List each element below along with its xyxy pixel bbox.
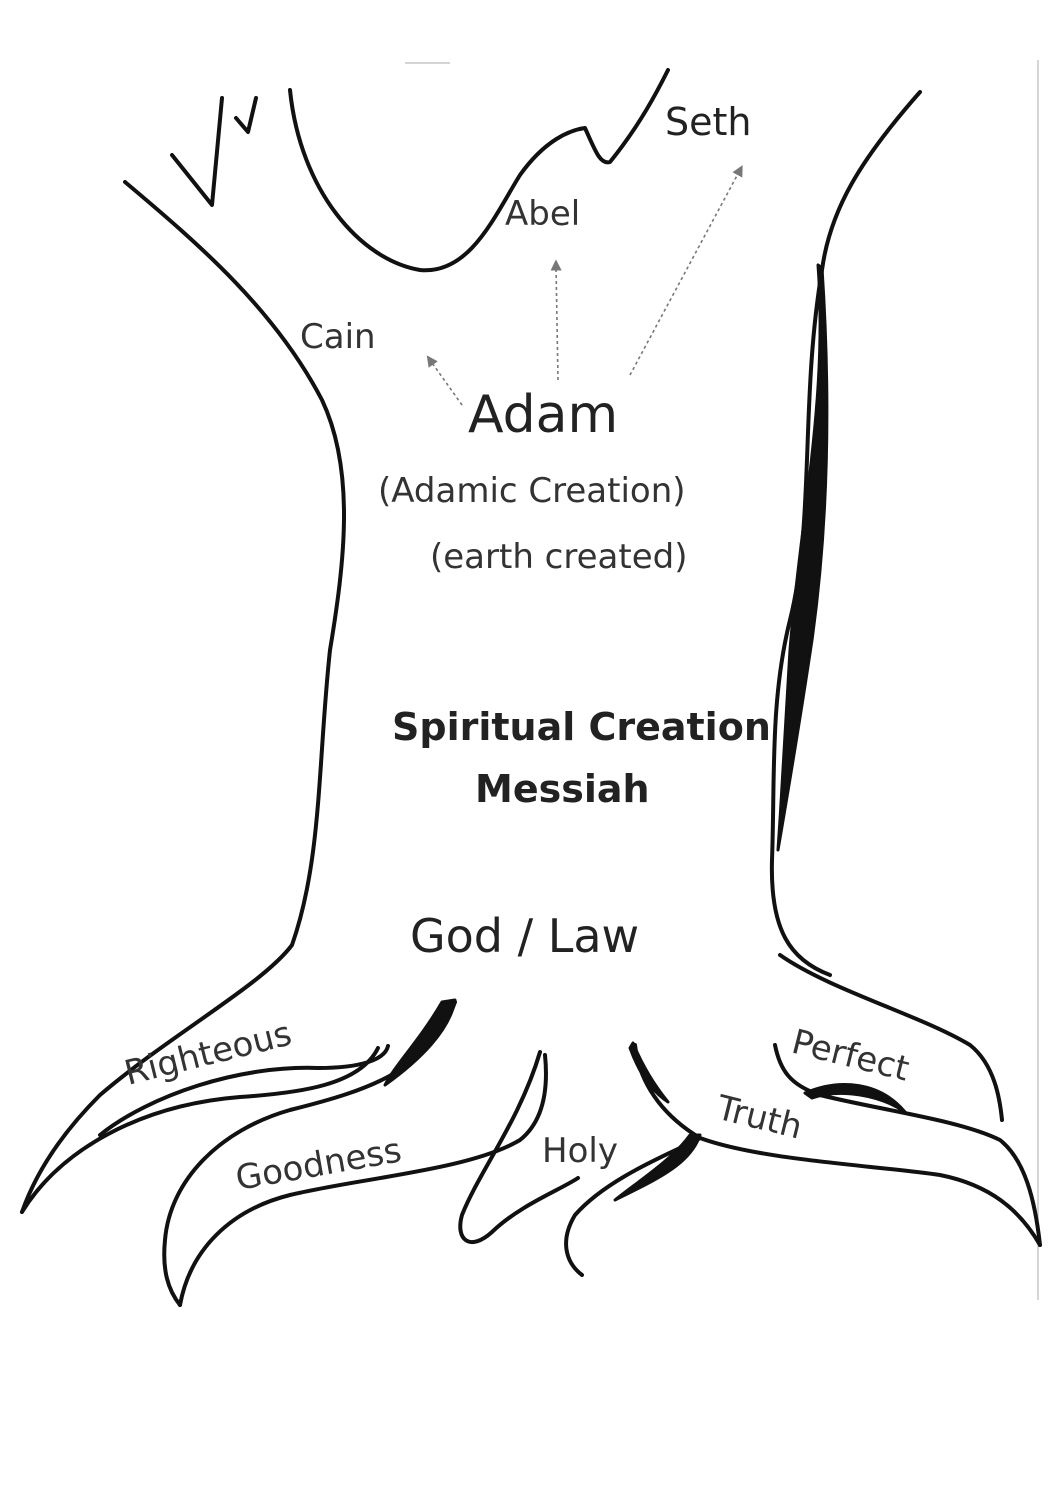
tick-mark-icon [234,96,258,134]
label-seth: Seth [665,100,751,144]
label-messiah: Messiah [475,767,650,811]
root-righteous-outline [20,1046,380,1214]
tick-mark-icon [170,96,224,207]
root-truth-outline [698,1136,1042,1247]
label-adamic-creation: (Adamic Creation) [378,471,686,511]
label-spiritual-creation: Spiritual Creation [392,705,771,749]
root-divider-heavy [628,1041,670,1104]
root-holy-heavy [613,1133,702,1202]
arrow-to-seth [629,165,743,376]
label-abel: Abel [505,194,580,234]
trunk-right-heavy [776,263,829,852]
label-perfect: Perfect [788,1022,913,1090]
label-holy: Holy [542,1131,618,1171]
trunk-left-outline [20,180,346,1214]
root-perfect-outline [778,953,1004,1122]
root-righteous-inner [98,1044,390,1137]
arrow-to-cain [426,355,463,406]
root-holy-right [564,1043,702,1277]
root-perfect-heavy [803,1083,907,1114]
root-goodness-inner [178,1053,548,1307]
label-god-law: God / Law [410,909,639,963]
root-truth-upper [773,1043,1042,1247]
label-cain: Cain [300,317,376,357]
root-goodness-outline [162,1000,457,1307]
arrow-to-abel [550,259,562,381]
trunk-right-outline [769,90,922,977]
branch-notch-outline [288,68,670,273]
label-truth: Truth [712,1088,806,1148]
root-holy-left [458,1050,580,1245]
label-adam: Adam [468,385,618,445]
label-earth-created: (earth created) [430,537,687,577]
